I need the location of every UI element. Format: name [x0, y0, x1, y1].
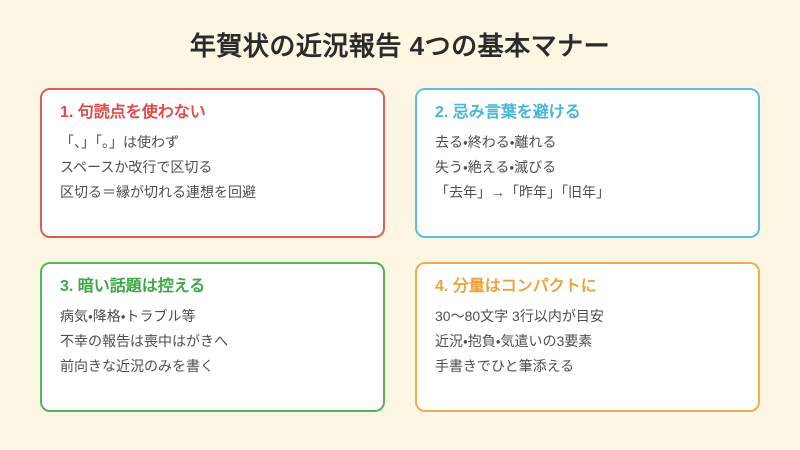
manner-card-2-heading: 2. 忌み言葉を避ける	[435, 104, 581, 121]
manner-card-4-lines: 30〜80文字 3行以内が目安 近況・抱負・気遣いの3要素 手書きでひと筆添える	[435, 305, 740, 377]
manner-card-4-line-1: 30〜80文字 3行以内が目安	[435, 308, 604, 325]
manner-card-3: 3. 暗い話題は控える 病気・降格・トラブル等 不幸の報告は喪中はがきへ 前向き…	[40, 262, 385, 412]
manner-card-4-line-2: 近況・抱負・気遣いの3要素	[435, 332, 593, 349]
manner-card-2: 2. 忌み言葉を避ける 去る・終わる・離れる 失う・絶える・滅びる 「去年」→「…	[415, 88, 760, 238]
manner-card-2-lines: 去る・終わる・離れる 失う・絶える・滅びる 「去年」→「昨年」「旧年」	[435, 131, 740, 203]
manner-card-3-line-1: 病気・降格・トラブル等	[60, 308, 196, 325]
manner-card-2-line-2: 失う・絶える・滅びる	[435, 158, 557, 175]
manner-card-1-line-3: 区切る＝縁が切れる連想を回避	[60, 183, 256, 200]
manner-card-2-line-3: 「去年」→「昨年」「旧年」	[435, 183, 610, 200]
manner-card-1: 1. 句読点を使わない 「、」「。」は使わず スペースか改行で区切る 区切る＝縁…	[40, 88, 385, 238]
manner-card-4-heading: 4. 分量はコンパクトに	[435, 278, 597, 295]
manner-card-2-line-1: 去る・終わる・離れる	[435, 134, 557, 151]
manner-card-1-line-1: 「、」「。」は使わず	[60, 134, 179, 151]
manner-card-1-line-2: スペースか改行で区切る	[60, 158, 213, 175]
manner-card-3-lines: 病気・降格・トラブル等 不幸の報告は喪中はがきへ 前向きな近況のみを書く	[60, 305, 365, 377]
page-title-container: 年賀状の近況報告 4つの基本マナー	[0, 0, 800, 88]
manner-card-3-line-3: 前向きな近況のみを書く	[60, 357, 214, 374]
manner-card-3-heading: 3. 暗い話題は控える	[60, 278, 206, 295]
manner-card-4: 4. 分量はコンパクトに 30〜80文字 3行以内が目安 近況・抱負・気遣いの3…	[415, 262, 760, 412]
manner-card-1-lines: 「、」「。」は使わず スペースか改行で区切る 区切る＝縁が切れる連想を回避	[60, 131, 365, 203]
manner-card-3-line-2: 不幸の報告は喪中はがきへ	[60, 332, 228, 349]
manner-card-1-heading: 1. 句読点を使わない	[60, 104, 206, 121]
manner-card-grid: 1. 句読点を使わない 「、」「。」は使わず スペースか改行で区切る 区切る＝縁…	[40, 88, 760, 412]
page-title: 年賀状の近況報告 4つの基本マナー	[189, 30, 611, 61]
manner-card-4-line-3: 手書きでひと筆添える	[435, 357, 575, 374]
